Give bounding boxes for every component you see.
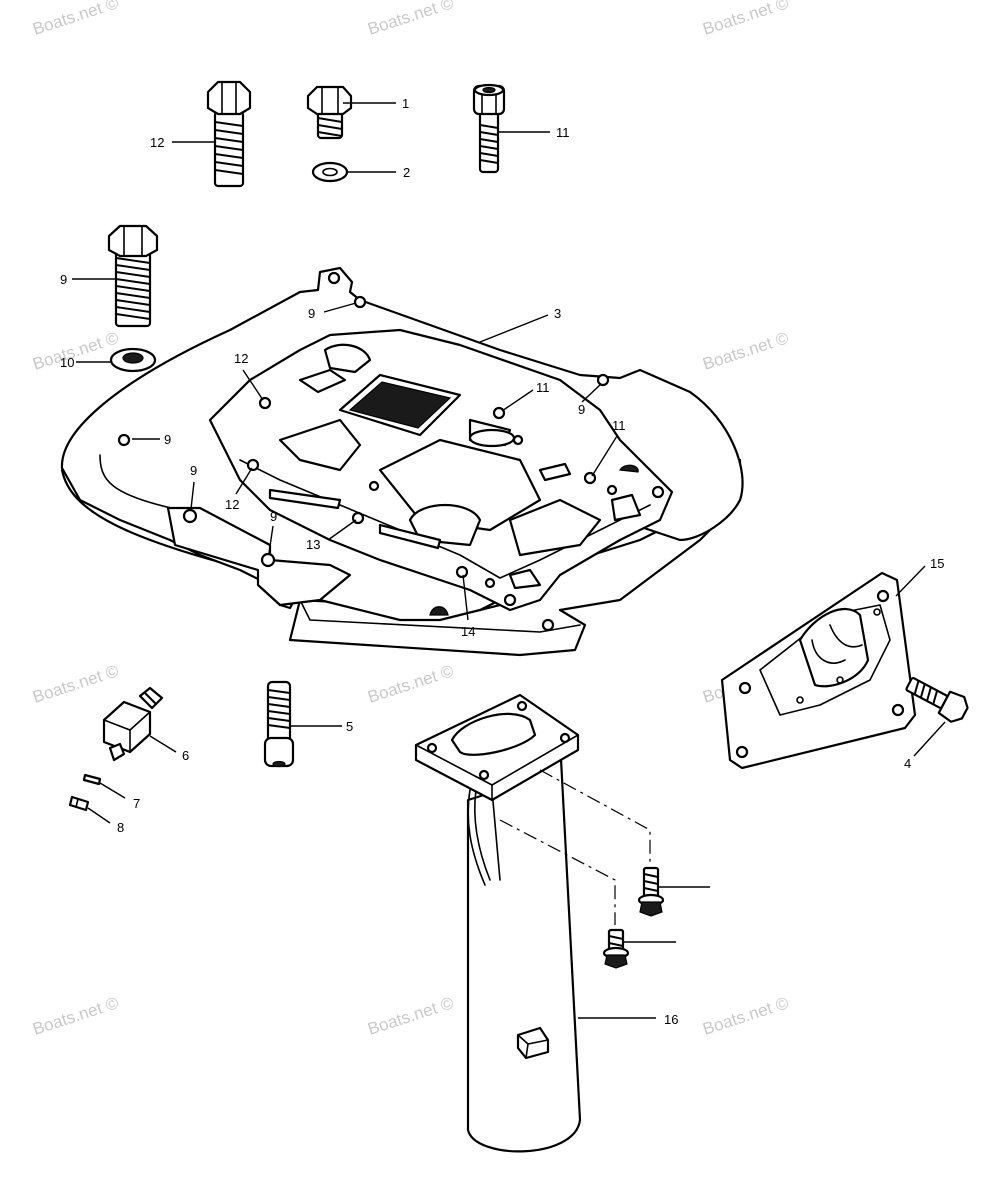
callout-3: 3 <box>554 306 561 321</box>
part-7-pin <box>82 773 102 786</box>
callout-4: 4 <box>904 756 911 771</box>
callout-12: 13 <box>306 537 320 552</box>
part-15-flange-bolt <box>637 866 665 917</box>
leader-lines <box>72 102 946 1019</box>
callout-9: 9 <box>164 432 171 447</box>
watermark: Boats.net © <box>30 993 121 1039</box>
callout-1: 1 <box>402 96 409 111</box>
callouts: 12 1 2 11 9 10 9 3 12 11 9 9 11 9 12 9 1… <box>60 96 944 1027</box>
callout-5: 5 <box>346 719 353 734</box>
part-11-socket-screw <box>472 83 506 174</box>
part-2-lock-washer <box>311 161 349 183</box>
callout-12: 12 <box>150 135 164 150</box>
part-3-adaptor-plate <box>60 266 744 657</box>
part-13-cover-plate <box>720 571 917 770</box>
part-8-sleeve <box>68 795 90 812</box>
callout-9: 9 <box>270 509 277 524</box>
callout-8: 8 <box>117 820 124 835</box>
watermark: Boats.net © <box>30 328 121 374</box>
callout-9: 9 <box>308 306 315 321</box>
watermark: Boats.net © <box>700 993 791 1039</box>
alignment-lines <box>499 769 651 925</box>
part-12-hex-bolt <box>206 80 252 188</box>
part-6-rubber-mount <box>102 686 164 762</box>
callout-7: 7 <box>133 796 140 811</box>
callout-11: 11 <box>612 418 626 433</box>
watermark: Boats.net © <box>700 0 791 39</box>
watermark: Boats.net © <box>365 661 456 707</box>
callout-12: 12 <box>234 351 248 366</box>
part-9-hex-bolt <box>107 224 159 328</box>
part-5-socket-screw <box>263 680 295 768</box>
callout-12: 12 <box>225 497 239 512</box>
part-1-hex-bolt <box>306 85 353 140</box>
part-10-washer <box>109 347 157 373</box>
callout-9: 9 <box>190 463 197 478</box>
callout-10: 10 <box>60 355 74 370</box>
part-16-flange-bolt <box>602 928 630 969</box>
part-14-exhaust-tube <box>414 693 582 1153</box>
callout-13: 15 <box>930 556 944 571</box>
watermark: Boats.net © <box>700 328 791 374</box>
callout-11: 11 <box>536 380 550 395</box>
part-4-hex-bolt <box>905 676 969 723</box>
callout-11: 11 <box>556 125 570 140</box>
watermark: Boats.net © <box>30 661 121 707</box>
callout-14: 16 <box>664 1012 678 1027</box>
callout-9: 9 <box>578 402 585 417</box>
callout-9: 9 <box>60 272 67 287</box>
callout-6: 6 <box>182 748 189 763</box>
callout-12: 14 <box>461 624 475 639</box>
watermark: Boats.net © <box>30 0 121 39</box>
watermark: Boats.net © <box>365 993 456 1039</box>
watermark: Boats.net © <box>365 0 456 39</box>
callout-2: 2 <box>403 165 410 180</box>
